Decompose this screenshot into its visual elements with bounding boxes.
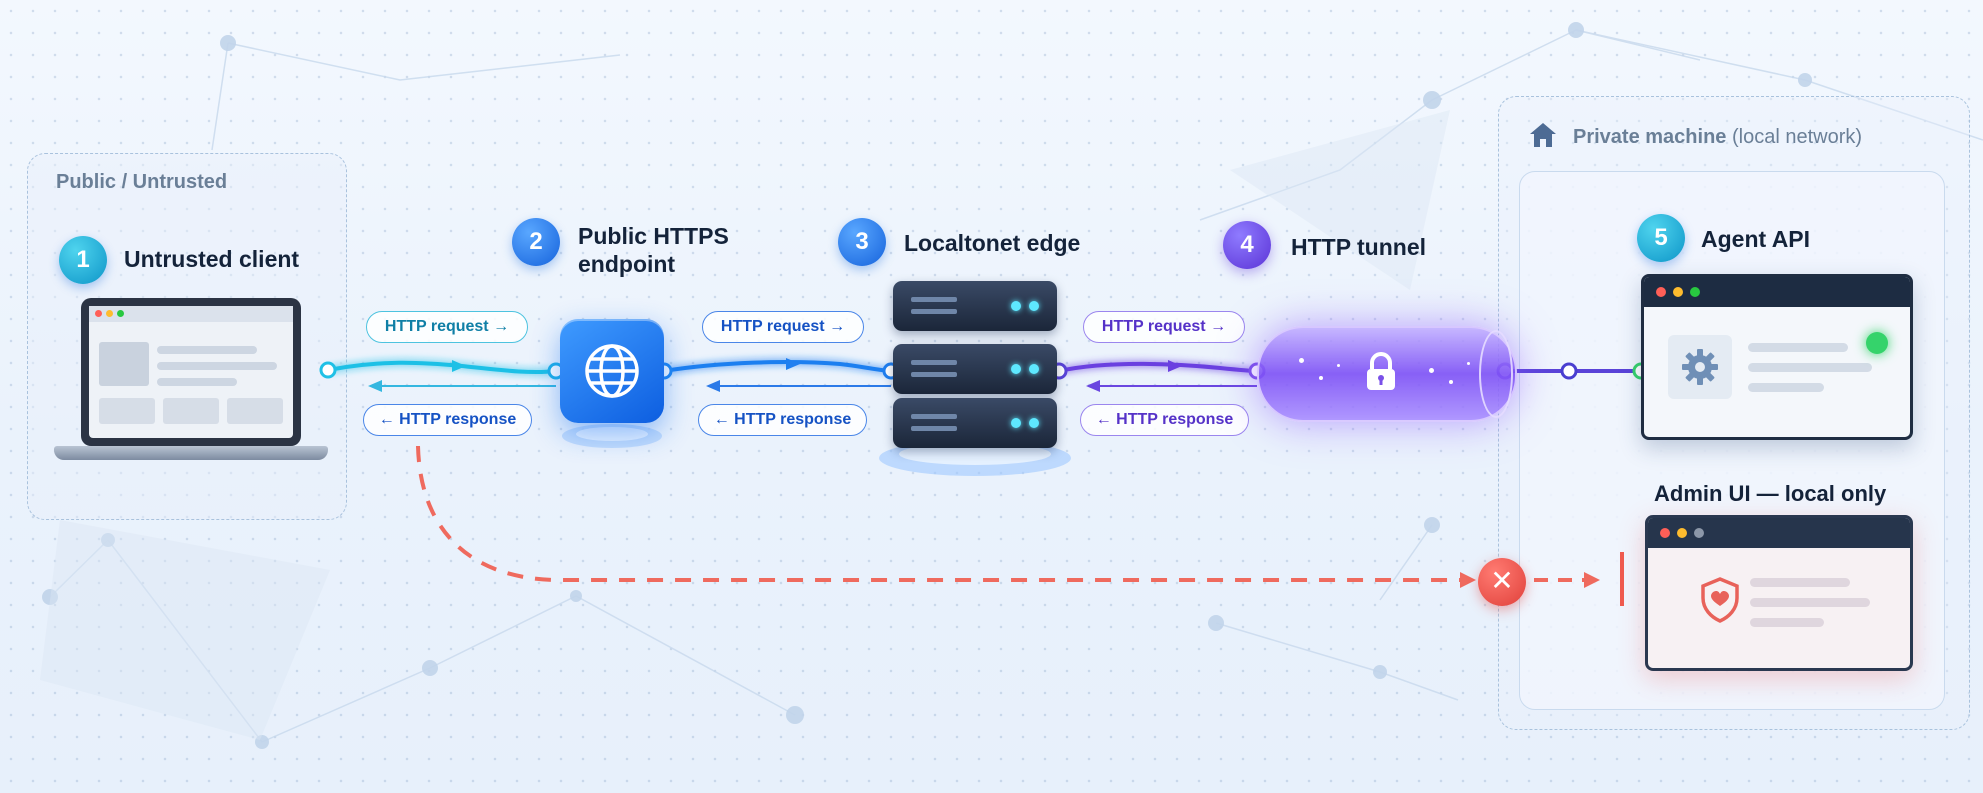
response-label-2: ← HTTP response xyxy=(698,404,867,436)
public-endpoint-title: Public HTTPS endpoint xyxy=(578,222,729,278)
gear-icon xyxy=(1682,349,1718,385)
agent-api-title: Agent API xyxy=(1701,226,1811,252)
public-endpoint-title-line1: Public HTTPS xyxy=(578,223,729,249)
private-zone-label: Private machine (local network) xyxy=(1573,126,1862,149)
step-badge-4: 4 xyxy=(1223,221,1271,269)
untrusted-client-title: Untrusted client xyxy=(124,246,300,272)
step-badge-2: 2 xyxy=(512,218,560,266)
admin-ui-title: Admin UI — local only xyxy=(1654,481,1887,506)
server-pedestal xyxy=(879,440,1071,476)
access-blocked-icon: ✕ xyxy=(1478,558,1526,606)
http-tunnel-title: HTTP tunnel xyxy=(1291,234,1427,260)
request-label-2: HTTP request → xyxy=(702,311,864,343)
tunnel-tube xyxy=(1257,326,1517,422)
request-label-3: HTTP request → xyxy=(1083,311,1245,343)
step-badge-5: 5 xyxy=(1637,214,1685,262)
status-online-indicator xyxy=(1866,332,1888,354)
localtonet-edge-title: Localtonet edge xyxy=(904,230,1081,256)
public-endpoint-title-line2: endpoint xyxy=(578,251,676,277)
response-label-3: ← HTTP response xyxy=(1080,404,1249,436)
step-badge-3: 3 xyxy=(838,218,886,266)
globe-icon xyxy=(560,319,664,423)
private-zone-title: Private machine xyxy=(1573,126,1727,148)
public-zone-label: Public / Untrusted xyxy=(56,171,228,193)
house-icon xyxy=(1530,123,1556,147)
endpoint-pedestal xyxy=(562,424,662,448)
lock-icon xyxy=(1367,352,1395,390)
agent-api-window xyxy=(1641,274,1913,440)
laptop-base xyxy=(54,446,328,460)
response-label-1: ← HTTP response xyxy=(363,404,532,436)
step-badge-1: 1 xyxy=(59,236,107,284)
laptop-screen xyxy=(89,306,293,438)
private-zone-sublabel: (local network) xyxy=(1731,126,1863,148)
request-label-1: HTTP request → xyxy=(366,311,528,343)
admin-ui-window xyxy=(1645,515,1913,671)
shield-icon xyxy=(1701,577,1739,623)
